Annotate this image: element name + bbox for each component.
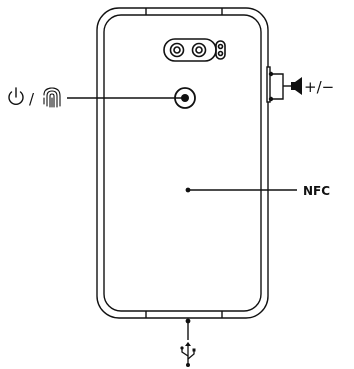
- nfc-label: NFC: [303, 184, 330, 198]
- camera-lens-right-inner: [195, 46, 203, 54]
- flash: [215, 40, 226, 60]
- phone-body: [96, 7, 269, 319]
- phone-outer-outline: [96, 7, 269, 319]
- power-fingerprint-separator: /: [29, 90, 35, 108]
- camera-module: [163, 38, 226, 62]
- phone-inner-outline: [103, 14, 262, 312]
- volume-button: [266, 66, 271, 103]
- callout-nfc: [185, 187, 297, 193]
- callout-usb: [185, 318, 191, 340]
- flash-dot-bottom: [217, 50, 224, 57]
- flash-dot-top: [217, 43, 224, 50]
- power-icon: [8, 87, 24, 106]
- camera-lens-left-inner: [173, 46, 181, 54]
- usb-icon: [180, 342, 196, 367]
- camera-lens-right: [191, 42, 207, 58]
- camera-housing: [163, 38, 217, 62]
- fingerprint-icon: [43, 87, 61, 108]
- speaker-icon: [291, 77, 302, 95]
- volume-label: +/−: [304, 78, 334, 96]
- camera-lens-left: [169, 42, 185, 58]
- callout-volume: [268, 71, 291, 102]
